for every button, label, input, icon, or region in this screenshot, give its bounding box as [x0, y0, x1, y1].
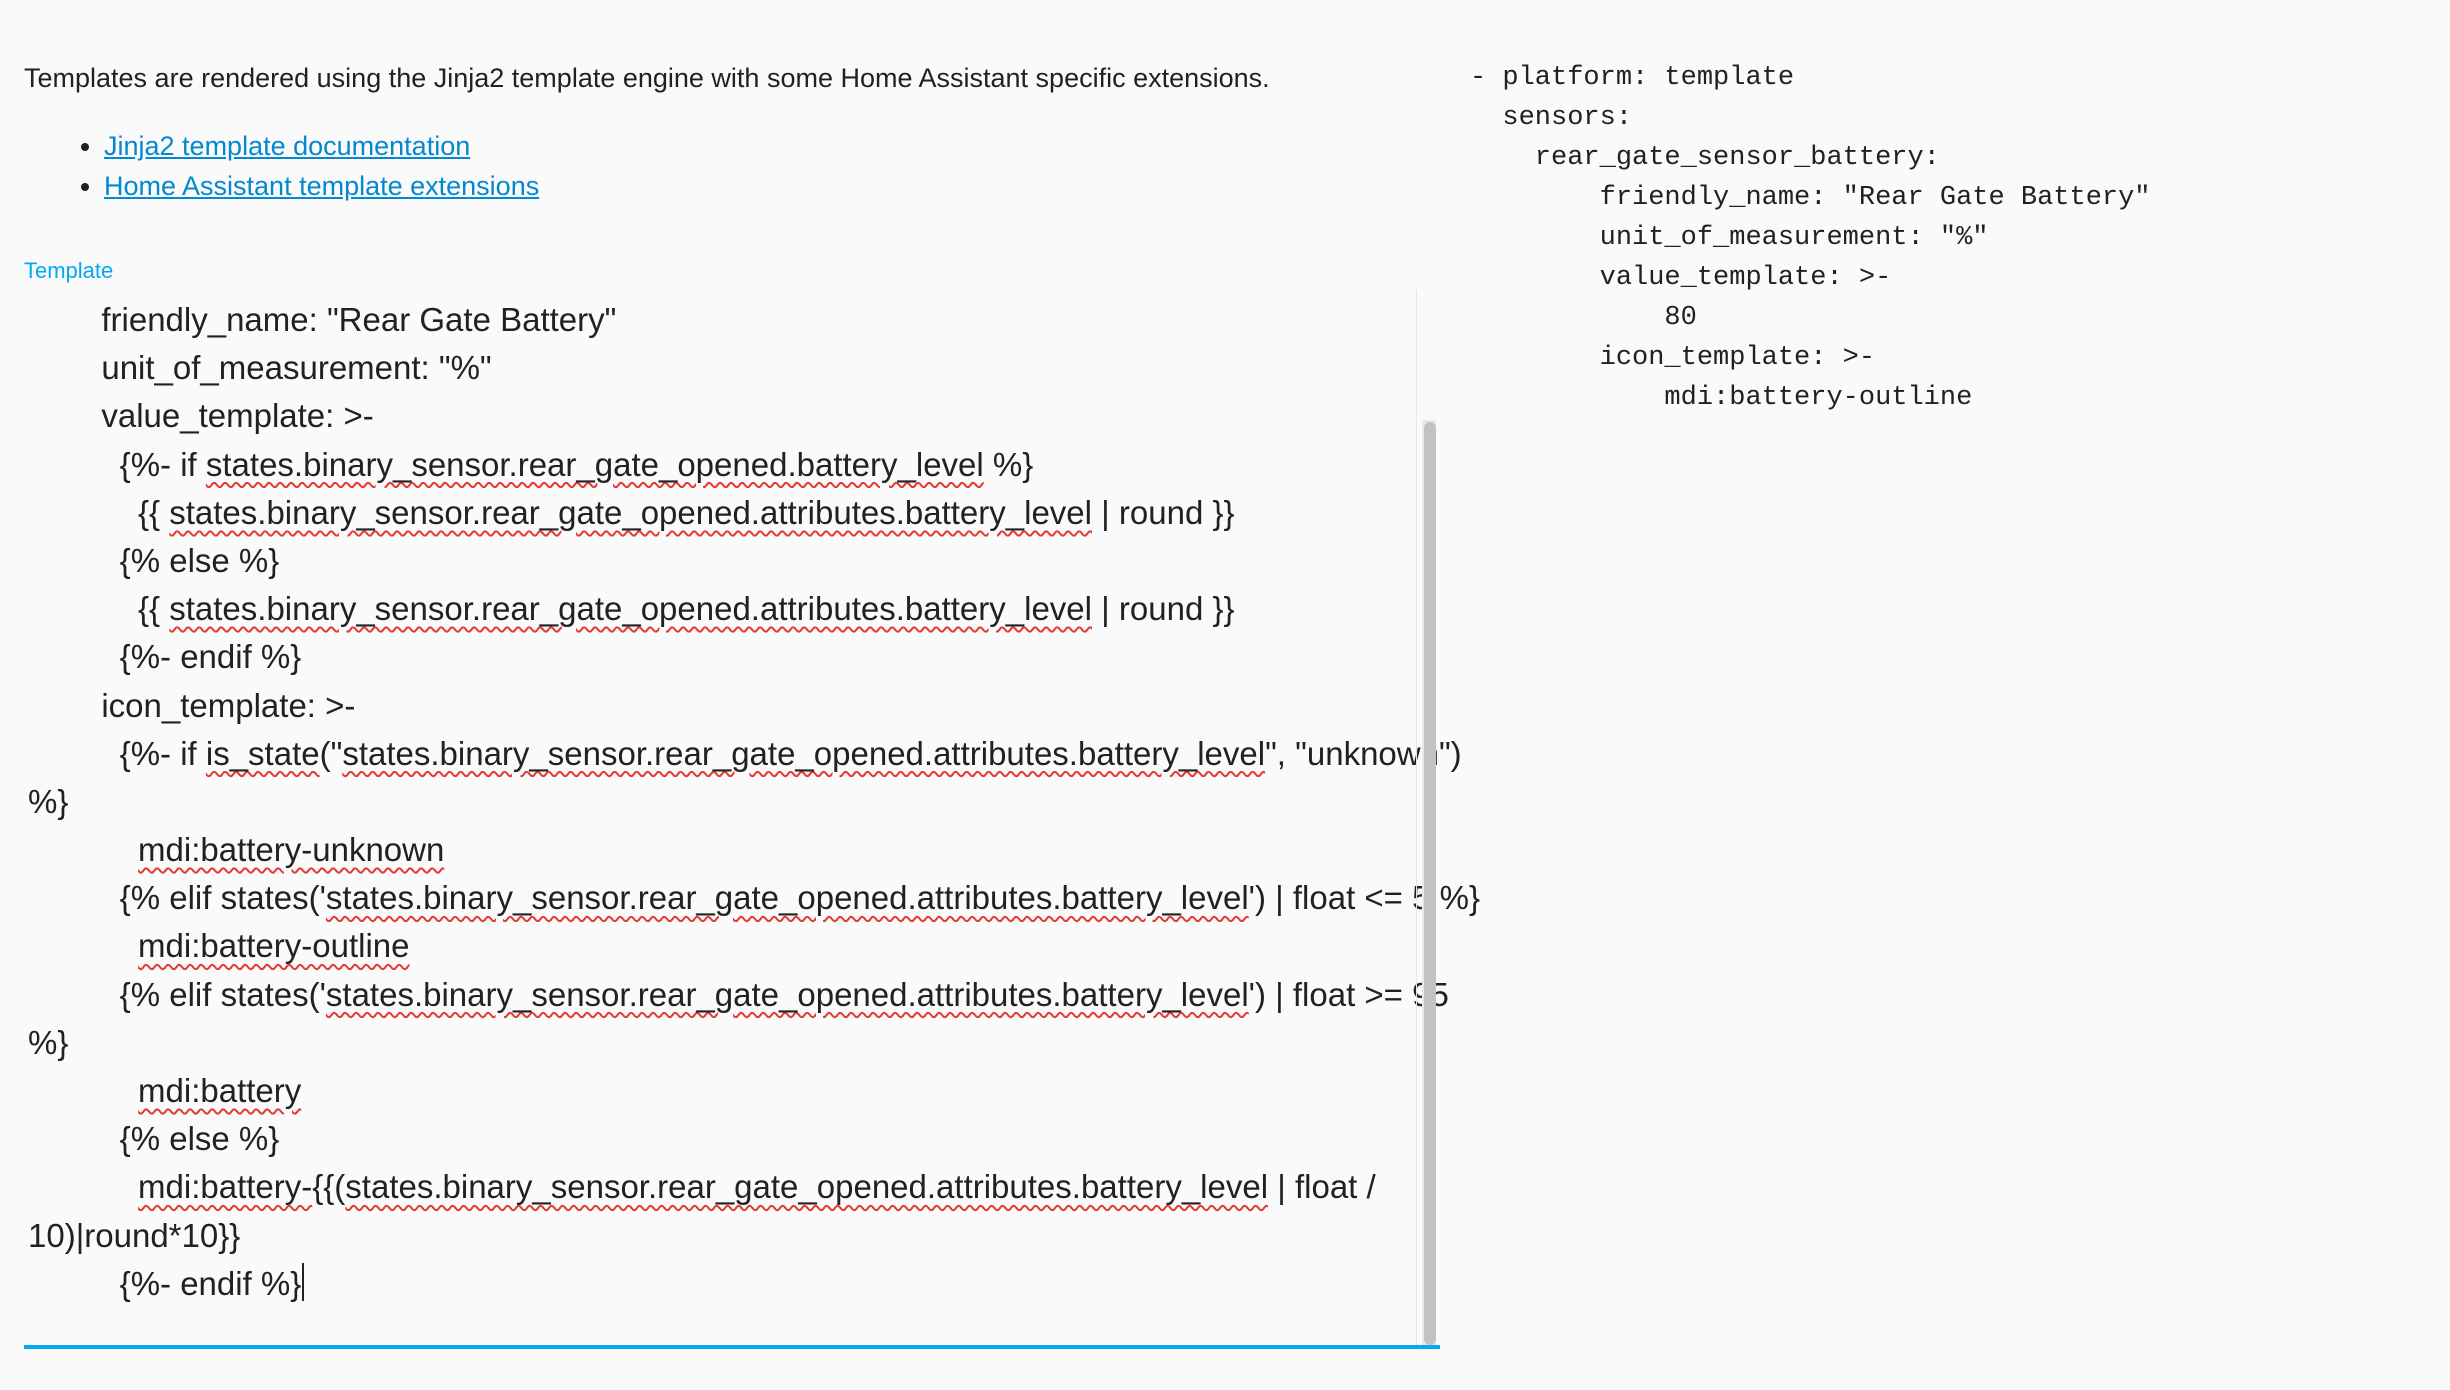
- list-item: Jinja2 template documentation: [104, 126, 539, 166]
- template-textarea[interactable]: friendly_name: "Rear Gate Battery" unit_…: [24, 290, 1481, 1350]
- output-line: mdi:battery-outline: [1470, 383, 1973, 413]
- code-line: {%- endif %}: [28, 1260, 1428, 1308]
- code-line: %}: [28, 782, 69, 820]
- template-editor-panel: Templates are rendered using the Jinja2 …: [0, 0, 1440, 1390]
- code-line: 10)|round*10}}: [28, 1216, 241, 1254]
- output-line: rear_gate_sensor_battery:: [1470, 143, 1940, 173]
- list-item: Home Assistant template extensions: [104, 166, 539, 206]
- code-line: {% elif states('states.binary_sensor.rea…: [28, 879, 1481, 917]
- code-line: {{ states.binary_sensor.rear_gate_opened…: [28, 493, 1235, 531]
- output-line: unit_of_measurement: "%": [1470, 223, 1989, 253]
- code-line: %}: [28, 1023, 69, 1061]
- output-line: value_template: >-: [1470, 263, 1892, 293]
- intro-text: Templates are rendered using the Jinja2 …: [24, 63, 1270, 93]
- jinja2-docs-link[interactable]: Jinja2 template documentation: [104, 131, 471, 161]
- doc-links-list: Jinja2 template documentation Home Assis…: [24, 126, 539, 206]
- code-line: {{ states.binary_sensor.rear_gate_opened…: [28, 590, 1235, 628]
- text-caret: [302, 1262, 305, 1301]
- template-code[interactable]: friendly_name: "Rear Gate Battery" unit_…: [28, 296, 1481, 1308]
- rendered-output: - platform: template sensors: rear_gate_…: [1470, 58, 2151, 418]
- textarea-focus-underline: [24, 1345, 1440, 1349]
- output-line: - platform: template: [1470, 63, 1795, 93]
- code-line: {% elif states('states.binary_sensor.rea…: [28, 975, 1449, 1013]
- code-line: friendly_name: "Rear Gate Battery": [28, 301, 617, 338]
- code-line: {% else %}: [28, 541, 280, 579]
- code-line: mdi:battery-{{(states.binary_sensor.rear…: [138, 1168, 1376, 1206]
- output-line: 80: [1470, 303, 1697, 333]
- code-line: mdi:battery-outline: [138, 927, 410, 965]
- editor-scrollbar-thumb[interactable]: [1424, 422, 1436, 1345]
- template-field-label: Template: [24, 258, 114, 283]
- editor-divider: [1416, 290, 1417, 1345]
- output-line: sensors:: [1470, 103, 1633, 133]
- code-line: {%- endif %}: [28, 638, 302, 676]
- ha-template-extensions-link[interactable]: Home Assistant template extensions: [104, 171, 540, 201]
- template-result-panel: - platform: template sensors: rear_gate_…: [1440, 0, 2450, 1390]
- code-line: value_template: >-: [28, 397, 374, 435]
- code-line: {% else %}: [28, 1120, 280, 1158]
- code-line: unit_of_measurement: "%": [28, 349, 492, 387]
- code-line: {%- if is_state("states.binary_sensor.re…: [28, 734, 1462, 772]
- code-line: {%- if states.binary_sensor.rear_gate_op…: [28, 445, 1034, 483]
- code-line: mdi:battery: [138, 1072, 302, 1109]
- output-line: icon_template: >-: [1470, 343, 1876, 373]
- code-line: icon_template: >-: [28, 686, 356, 724]
- code-line: mdi:battery-unknown: [138, 831, 445, 869]
- output-line: friendly_name: "Rear Gate Battery": [1470, 183, 2151, 213]
